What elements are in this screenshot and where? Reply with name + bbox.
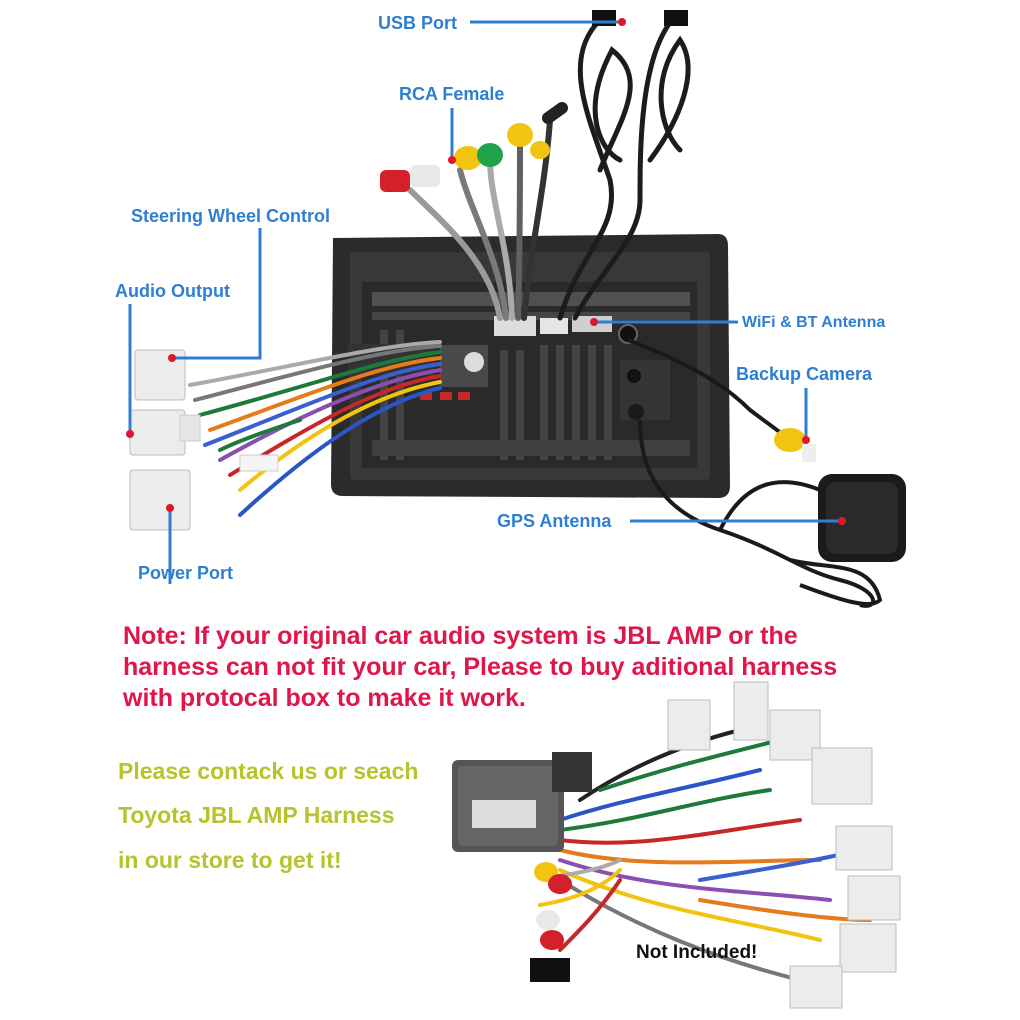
marker-usb (618, 18, 626, 26)
marker-audio (126, 430, 134, 438)
head-unit (331, 234, 730, 498)
label-gps-antenna: GPS Antenna (497, 511, 612, 531)
not-included-label: Not Included! (636, 942, 758, 963)
marker-wifi (590, 318, 598, 326)
label-rca-female: RCA Female (399, 84, 505, 104)
note-line-1: Note: If your original car audio system … (123, 622, 798, 650)
label-audio-output: Audio Output (115, 281, 230, 301)
usb-cables (557, 10, 691, 321)
label-wifi-bt-antenna: WiFi & BT Antenna (742, 314, 886, 331)
contact-line-3: in our store to get it! (118, 847, 342, 873)
jbl-harness-illustration (452, 681, 901, 1009)
contact-line-2: Toyota JBL AMP Harness (118, 802, 395, 828)
harness-connectors (129, 349, 279, 531)
note-line-2: harness can not fit your car, Please to … (123, 653, 838, 681)
label-usb-port: USB Port (378, 13, 458, 33)
callout-markers (126, 18, 846, 525)
marker-rca (448, 156, 456, 164)
note-line-3: with protocal box to make it work. (123, 684, 526, 712)
marker-power (166, 504, 174, 512)
label-backup-camera: Backup Camera (736, 364, 873, 384)
marker-steering (168, 354, 176, 362)
label-steering-wheel-control: Steering Wheel Control (131, 206, 331, 226)
rca-cables (380, 102, 568, 321)
contact-line-1: Please contack us or seach (118, 758, 419, 784)
note-text: Note: If your original car audio system … (123, 621, 983, 714)
callout-lines (128, 18, 842, 584)
gps-antenna (638, 419, 906, 608)
backup-camera-cable (627, 338, 816, 462)
marker-gps (838, 517, 846, 525)
label-power-port: Power Port (138, 563, 234, 583)
marker-camera (802, 436, 810, 444)
